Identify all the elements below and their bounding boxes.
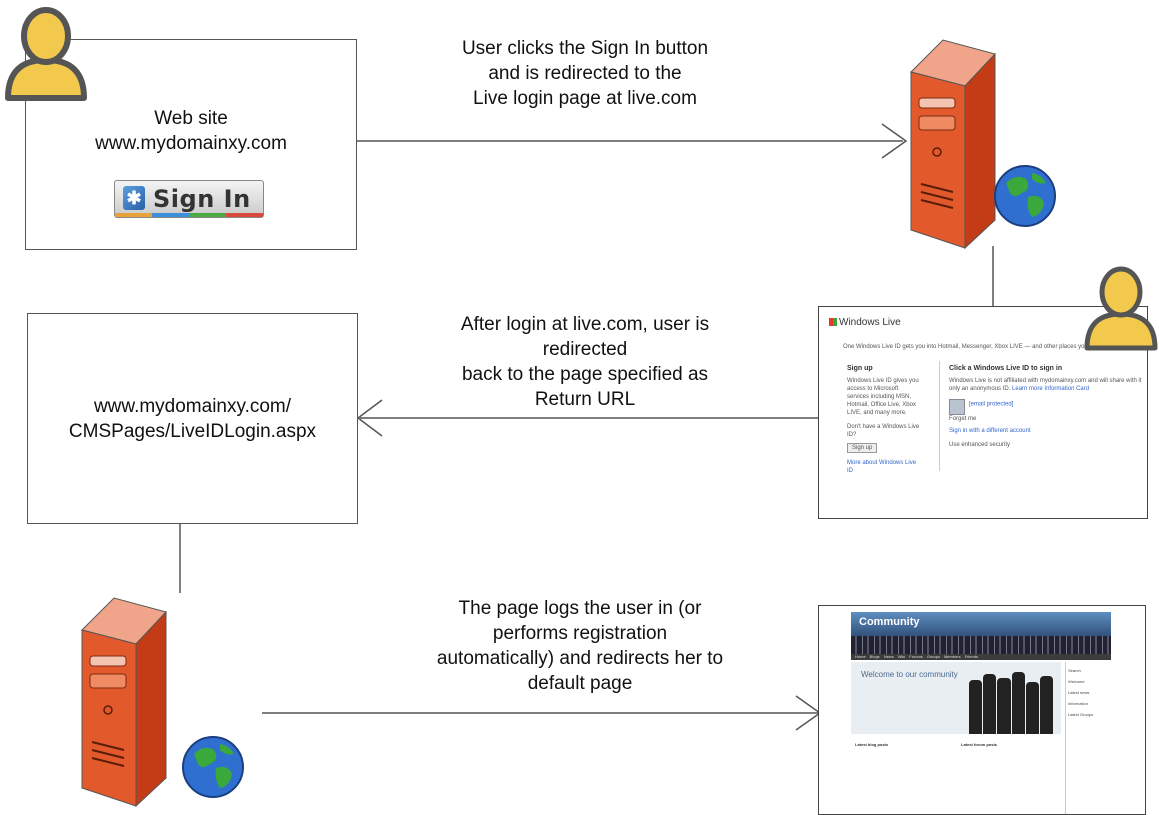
website-box: Web site www.mydomainxy.com ✱ Sign In <box>25 39 357 250</box>
sign-in-color-stripe <box>115 213 263 217</box>
community-nav: Home Blogs News Wiki Forums Groups Membe… <box>851 654 1111 660</box>
caption-step2: After login at live.com, user is redirec… <box>400 312 770 412</box>
arrow-server-to-default-page <box>262 695 822 731</box>
return-url-box: www.mydomainxy.com/ CMSPages/LiveIDLogin… <box>27 313 358 524</box>
caption-step1-line3: Live login page at live.com <box>473 88 697 109</box>
live-signup-column: Sign up Windows Live ID gives you access… <box>847 365 922 475</box>
arrow-signin-to-live <box>357 123 908 159</box>
nav-item-wiki[interactable]: Wiki <box>897 654 906 659</box>
community-main: Welcome to our community Latest blog pos… <box>851 662 1061 814</box>
live-different-account-link[interactable]: Sign in with a different account <box>949 428 1031 434</box>
live-signin-column: Click a Windows Live ID to sign in Windo… <box>949 365 1147 449</box>
nav-item-blogs[interactable]: Blogs <box>869 654 880 659</box>
live-signup-text: Windows Live ID gives you access to Micr… <box>847 378 919 416</box>
caption-step2-line4: Return URL <box>534 389 636 410</box>
globe-icon <box>182 736 244 798</box>
live-account-email: [email protected] <box>969 401 1014 408</box>
sidebar-item-latest-news: Latest news <box>1068 690 1090 695</box>
live-info-card-link[interactable]: Information Card <box>1044 386 1090 392</box>
nav-item-home[interactable]: Home <box>855 654 866 659</box>
nav-item-groups[interactable]: Groups <box>926 654 940 659</box>
live-signup-heading: Sign up <box>847 365 873 372</box>
server-icon <box>81 597 167 808</box>
sidebar-item-search: Search <box>1068 668 1081 673</box>
community-welcome: Welcome to our community <box>861 670 958 679</box>
globe-icon <box>994 165 1056 227</box>
caption-step2-line1: After login at live.com, user is <box>460 314 710 335</box>
live-no-account-text: Don't have a Windows Live ID? <box>847 424 920 438</box>
community-hero: Welcome to our community <box>851 662 1061 734</box>
return-url-line2: CMSPages/LiveIDLogin.aspx <box>68 421 317 442</box>
sign-in-button[interactable]: ✱ Sign In <box>114 180 264 218</box>
windows-flag-icon <box>829 318 837 327</box>
community-title: Community <box>859 616 920 628</box>
website-domain: www.mydomainxy.com <box>95 133 287 154</box>
arrow-live-to-return-url <box>356 399 818 437</box>
live-divider <box>939 361 940 471</box>
nav-item-forums[interactable]: Forums <box>909 654 923 659</box>
skyline-image <box>851 636 1111 654</box>
windows-live-logo-icon: ✱ <box>123 186 145 210</box>
caption-step3-line2: performs registration <box>492 623 668 644</box>
sign-in-label: Sign In <box>153 185 251 213</box>
community-blog-column: Latest blog posts <box>855 742 951 748</box>
caption-step2-line3: back to the page specified as <box>461 364 709 385</box>
live-notice-text: Windows Live is not affiliated with mydo… <box>949 378 1142 392</box>
return-url-line1: www.mydomainxy.com/ <box>93 396 292 417</box>
live-intro-text: One Windows Live ID gets you into Hotmai… <box>843 344 1100 350</box>
caption-step3-line4: default page <box>527 673 633 694</box>
live-notice: Windows Live is not affiliated with mydo… <box>949 377 1147 393</box>
windows-live-brand: Windows Live <box>829 317 901 328</box>
live-signin-heading: Click a Windows Live ID to sign in <box>949 365 1063 372</box>
nav-item-news[interactable]: News <box>883 654 894 659</box>
caption-step3-line3: automatically) and redirects her to <box>436 648 724 669</box>
community-forum-column: Latest forum posts <box>961 742 1057 748</box>
live-signup-button[interactable]: Sign up <box>847 443 878 453</box>
user-icon <box>5 7 87 101</box>
people-image <box>969 668 1054 734</box>
caption-step3-line1: The page logs the user in (or <box>458 598 702 619</box>
forum-column-heading: Latest forum posts <box>961 742 998 747</box>
caption-step1-line1: User clicks the Sign In button <box>461 38 709 59</box>
live-enhanced-security[interactable]: Use enhanced security <box>949 442 1011 448</box>
community-banner: Community <box>851 612 1111 654</box>
sidebar-item-information: Information <box>1068 701 1089 706</box>
caption-step2-line2: redirected <box>542 339 628 360</box>
caption-step1: User clicks the Sign In button and is re… <box>400 36 770 111</box>
community-sidebar: Search Welcome Latest news Information L… <box>1065 662 1112 814</box>
live-learn-more-link[interactable]: Learn more <box>1012 386 1043 392</box>
live-account-tile[interactable]: [email protected] <box>949 393 1147 415</box>
community-default-page: Community Home Blogs News Wiki Forums Gr… <box>818 605 1146 815</box>
caption-step1-line2: and is redirected to the <box>488 63 682 84</box>
nav-item-members[interactable]: Members <box>943 654 961 659</box>
sidebar-item-latest-groups: Latest Groups <box>1068 712 1094 717</box>
website-title: Web site <box>154 108 228 129</box>
nav-item-friends[interactable]: Friends <box>964 654 978 659</box>
user-icon <box>1084 266 1158 351</box>
blog-column-heading: Latest blog posts <box>855 742 889 747</box>
live-more-link[interactable]: More about Windows Live ID <box>847 460 917 474</box>
server-icon <box>910 39 996 250</box>
caption-step3: The page logs the user in (or performs r… <box>380 596 780 696</box>
sidebar-item-welcome: Welcome <box>1068 679 1085 684</box>
live-forget-me[interactable]: Forget me <box>949 416 977 422</box>
avatar <box>949 399 965 415</box>
